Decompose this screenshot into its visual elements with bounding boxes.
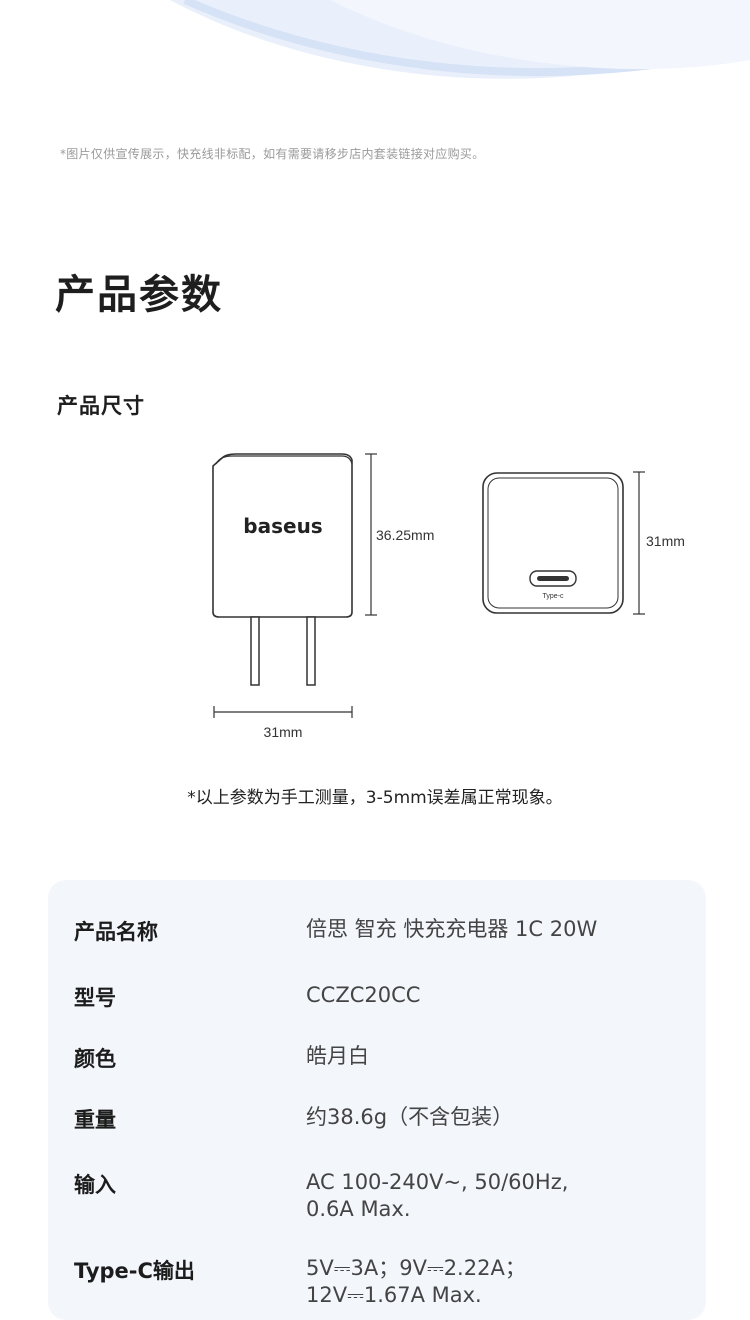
port-label: Type-c bbox=[542, 593, 564, 600]
spec-value: 5V⎓3A；9V⎓2.22A； bbox=[306, 1256, 526, 1280]
height-label: 36.25mm bbox=[376, 527, 434, 543]
side-dimension bbox=[633, 471, 645, 615]
height-dimension bbox=[365, 453, 377, 616]
brand-logo: baseus bbox=[243, 514, 322, 538]
spec-value: CCZC20CC bbox=[306, 983, 421, 1007]
size-subtitle: 产品尺寸 bbox=[57, 394, 145, 418]
header-wave-decoration bbox=[170, 0, 750, 79]
spec-value: AC 100-240V~, 50/60Hz, bbox=[306, 1170, 569, 1194]
spec-value: 倍思 智充 快充充电器 1C 20W bbox=[306, 917, 598, 941]
spec-label: 颜色 bbox=[74, 1047, 116, 1071]
top-disclaimer: *图片仅供宣传展示，快充线非标配，如有需要请移步店内套装链接对应购买。 bbox=[60, 147, 485, 161]
measurement-note: *以上参数为手工测量，3-5mm误差属正常现象。 bbox=[187, 788, 563, 808]
spec-label: 重量 bbox=[74, 1108, 116, 1132]
width-label: 31mm bbox=[264, 724, 303, 740]
spec-label: Type-C输出 bbox=[74, 1259, 195, 1283]
charger-front-view: baseus bbox=[212, 453, 353, 686]
spec-value: 皓月白 bbox=[306, 1044, 369, 1068]
charger-end-view: Type-c bbox=[482, 472, 624, 614]
spec-value: 约38.6g（不含包装） bbox=[306, 1105, 514, 1129]
width-dimension bbox=[213, 706, 353, 718]
size-diagram: baseus 36.25mm 31mm Type-c 31mm bbox=[212, 453, 685, 740]
spec-label: 产品名称 bbox=[74, 920, 158, 944]
side-label: 31mm bbox=[646, 533, 685, 549]
spec-value-line2: 12V⎓1.67A Max. bbox=[306, 1283, 482, 1307]
page-title: 产品参数 bbox=[55, 272, 223, 318]
spec-value-line2: 0.6A Max. bbox=[306, 1197, 411, 1221]
spec-label: 输入 bbox=[74, 1173, 116, 1197]
spec-table: 产品名称 倍思 智充 快充充电器 1C 20W 型号 CCZC20CC 颜色 皓… bbox=[48, 880, 706, 1320]
spec-label: 型号 bbox=[74, 986, 116, 1010]
